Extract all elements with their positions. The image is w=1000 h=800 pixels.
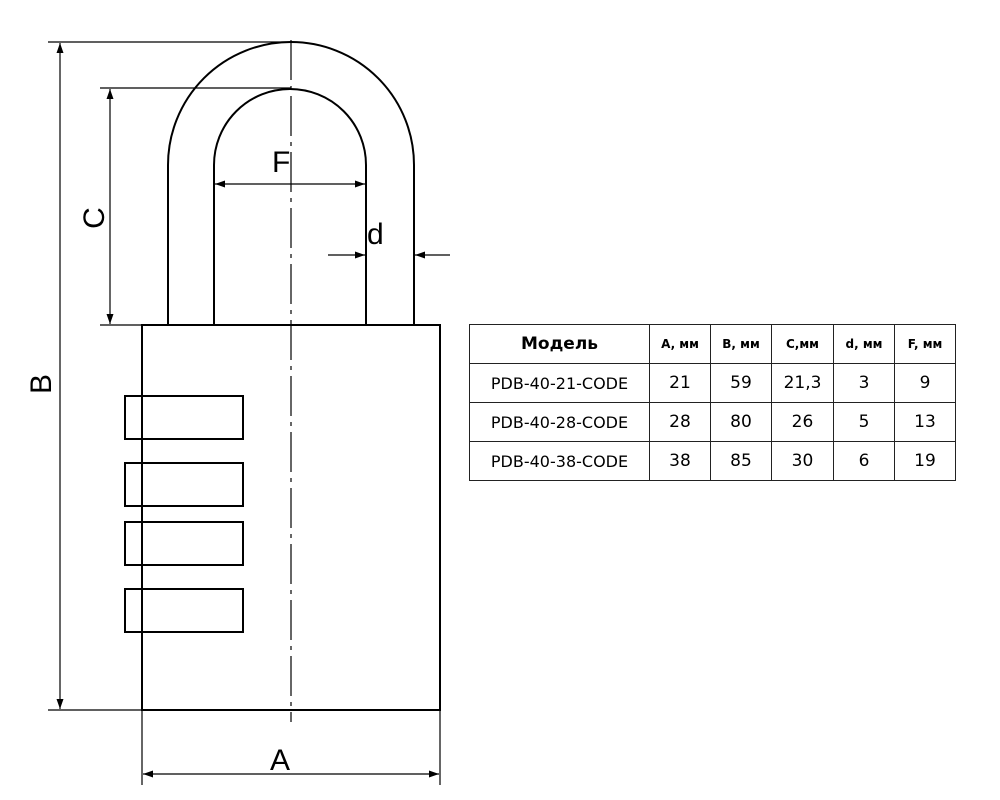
cell-model: PDB-40-38-CODE: [469, 441, 650, 481]
cell-d: 6: [833, 441, 895, 481]
shackle-inner: [213, 88, 367, 325]
table-row: PDB-40-38-CODE 38 85 30 6 19: [469, 441, 956, 481]
table-header-row: Модель A, мм B, мм C,мм d, мм F, мм: [469, 324, 956, 364]
dimension-label-F: F: [272, 146, 290, 179]
table-row: PDB-40-28-CODE 28 80 26 5 13: [469, 402, 956, 442]
cell-f: 19: [894, 441, 956, 481]
dimension-label-C: C: [78, 207, 111, 229]
cell-b: 59: [710, 363, 772, 403]
dimension-label-B: B: [25, 374, 58, 394]
cell-d: 3: [833, 363, 895, 403]
dimension-label-A: A: [270, 744, 290, 777]
cell-c: 30: [771, 441, 834, 481]
cell-a: 38: [649, 441, 711, 481]
cell-a: 28: [649, 402, 711, 442]
header-model: Модель: [469, 324, 650, 364]
cell-a: 21: [649, 363, 711, 403]
combination-wheel: [124, 462, 244, 507]
dimensions-table: Модель A, мм B, мм C,мм d, мм F, мм PDB-…: [469, 324, 956, 481]
cell-model: PDB-40-21-CODE: [469, 363, 650, 403]
combination-wheel: [124, 521, 244, 566]
cell-c: 21,3: [771, 363, 834, 403]
combination-wheel: [124, 588, 244, 633]
cell-f: 13: [894, 402, 956, 442]
cell-b: 85: [710, 441, 772, 481]
table-row: PDB-40-21-CODE 21 59 21,3 3 9: [469, 363, 956, 403]
header-d: d, мм: [833, 324, 895, 364]
dimension-label-d: d: [367, 218, 384, 251]
combination-wheel: [124, 395, 244, 440]
cell-d: 5: [833, 402, 895, 442]
header-a: A, мм: [649, 324, 711, 364]
cell-b: 80: [710, 402, 772, 442]
header-c: C,мм: [771, 324, 834, 364]
cell-c: 26: [771, 402, 834, 442]
cell-f: 9: [894, 363, 956, 403]
cell-model: PDB-40-28-CODE: [469, 402, 650, 442]
header-b: B, мм: [710, 324, 772, 364]
header-f: F, мм: [894, 324, 956, 364]
